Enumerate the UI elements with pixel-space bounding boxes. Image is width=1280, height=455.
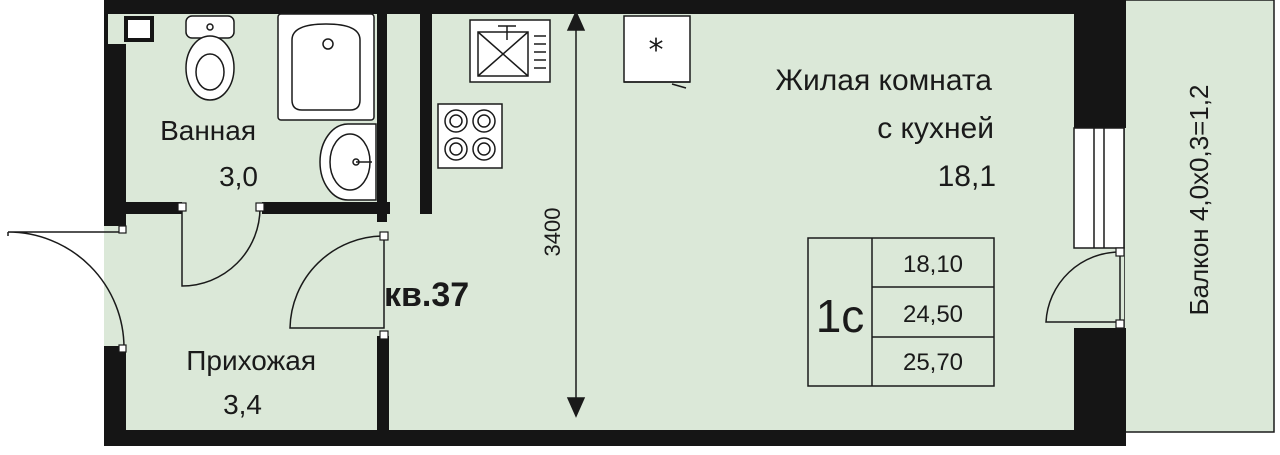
doors xyxy=(7,207,1121,349)
hallway-door xyxy=(289,235,385,329)
dimension-label: 3400 xyxy=(540,208,565,257)
bathroom-door xyxy=(181,207,261,287)
dimension-line xyxy=(566,10,586,418)
balcony-label: Балкон 4,0x0,3=1,2 xyxy=(1184,84,1214,315)
hallway-area: 3,4 xyxy=(223,389,262,420)
outer-walls xyxy=(104,0,1126,446)
window xyxy=(1073,127,1125,249)
living-name-line1: Жилая комната xyxy=(775,64,992,97)
area-table xyxy=(807,237,995,387)
bathtub-icon xyxy=(277,13,375,121)
interior-walls xyxy=(126,14,432,432)
bathroom-name: Ванная xyxy=(160,115,256,146)
stove-icon xyxy=(437,103,503,169)
sink-icon xyxy=(469,19,551,83)
bathroom-area: 3,0 xyxy=(219,161,258,192)
balcony-door xyxy=(1045,251,1121,323)
apartment-number: кв.37 xyxy=(384,276,469,314)
area-value-2: 24,50 xyxy=(903,301,963,328)
area-value-1: 18,10 xyxy=(903,251,963,278)
living-area: 18,1 xyxy=(938,160,996,193)
toilet-icon xyxy=(185,15,235,101)
entrance-door xyxy=(7,231,125,349)
area-value-3: 25,70 xyxy=(903,349,963,376)
hallway-name: Прихожая xyxy=(186,345,316,376)
living-name-line2: с кухней xyxy=(877,112,994,145)
balcony-floor xyxy=(1123,0,1275,433)
apartment-type: 1с xyxy=(816,290,865,342)
fridge-icon: * xyxy=(623,15,691,89)
svg-text:*: * xyxy=(649,33,664,68)
washbasin-icon xyxy=(319,123,377,201)
door-jambs xyxy=(118,202,1125,353)
